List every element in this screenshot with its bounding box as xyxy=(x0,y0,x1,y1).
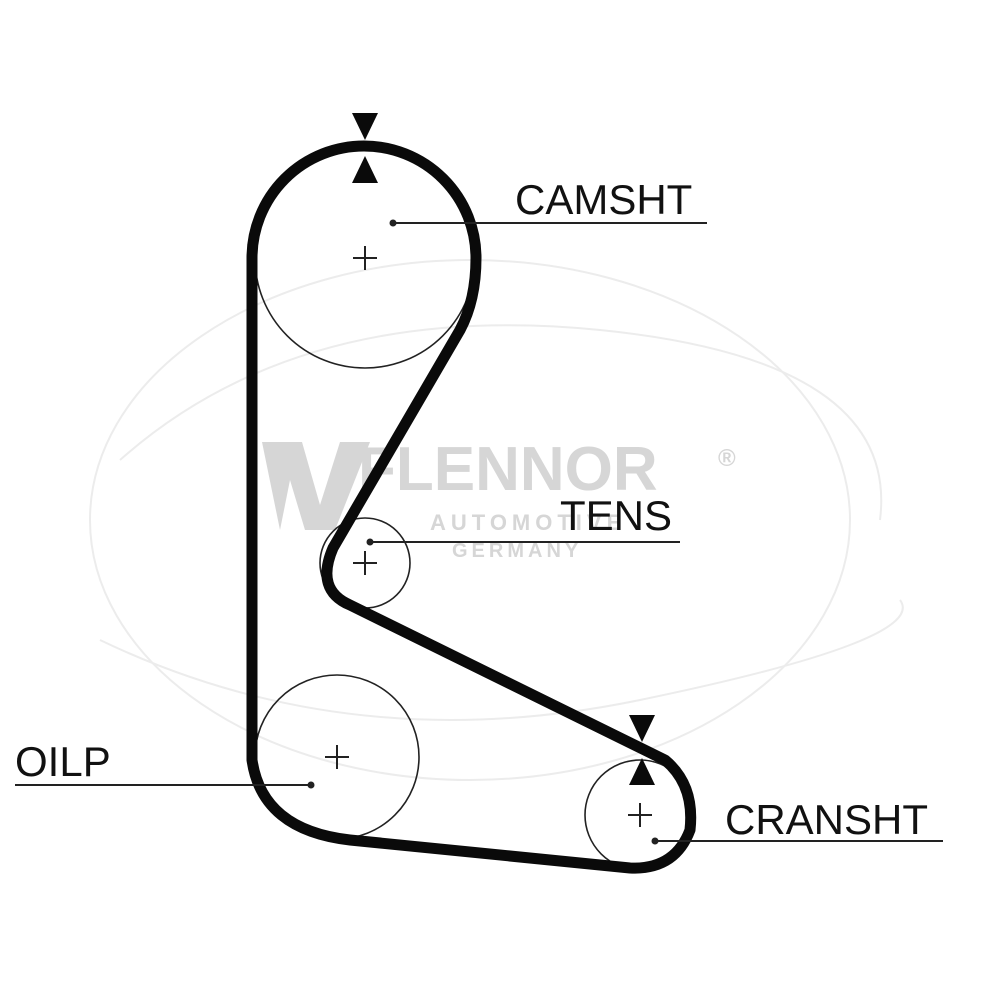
watermark: FLENNOR ® AUTOMOTIVE GERMANY xyxy=(262,435,736,562)
timing-belt xyxy=(246,140,697,874)
camshaft-timing-mark xyxy=(352,113,378,183)
watermark-brand: FLENNOR xyxy=(358,435,658,504)
watermark-logo-icon xyxy=(262,442,370,530)
timing-mark-triangle-icon xyxy=(629,715,655,742)
sketch-curve xyxy=(119,324,883,521)
watermark-line-2: GERMANY xyxy=(452,540,582,562)
crankshaft-timing-mark xyxy=(629,715,655,785)
watermark-line-1: AUTOMOTIVE xyxy=(430,510,626,535)
oil-pump-leader xyxy=(15,781,315,789)
oil-pump-label: OILP xyxy=(15,738,111,785)
timing-mark-triangle-icon xyxy=(352,113,378,140)
crankshaft-leader xyxy=(651,837,943,845)
timing-mark-triangle-icon xyxy=(352,156,378,183)
tensioner-leader xyxy=(366,538,680,546)
timing-mark-triangle-icon xyxy=(629,758,655,785)
tensioner-label: TENS xyxy=(560,492,672,539)
crankshaft-label: CRANSHT xyxy=(725,796,928,843)
pulley-center-cross-icon xyxy=(353,551,377,575)
camshaft-label: CAMSHT xyxy=(515,176,692,223)
pulley-center-cross-icon xyxy=(628,803,652,827)
camshaft-leader xyxy=(389,219,707,227)
pulley-center-cross-icon xyxy=(325,745,349,769)
sketch-outline xyxy=(89,259,851,781)
background-engine-sketch xyxy=(89,259,904,781)
watermark-registered-mark: ® xyxy=(718,445,736,472)
sketch-curve xyxy=(99,599,904,721)
pulley-center-cross-icon xyxy=(353,246,377,270)
